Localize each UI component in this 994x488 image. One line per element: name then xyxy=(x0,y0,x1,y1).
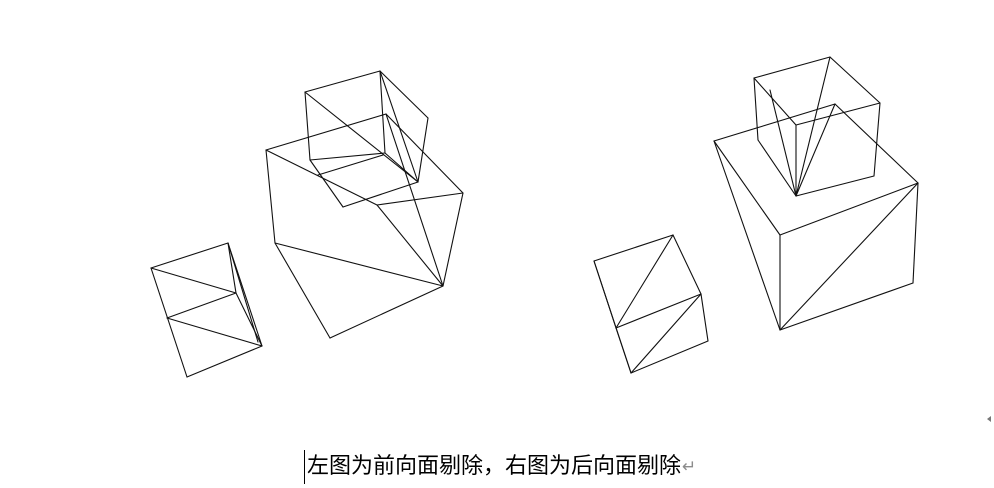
front-face-culling-edge xyxy=(265,149,378,206)
front-face-culling-edge xyxy=(166,317,263,347)
front-face-culling-edge xyxy=(379,70,386,154)
front-face-culling-edge xyxy=(376,192,464,206)
back-face-culling-edge xyxy=(779,282,914,331)
back-face-culling-figure xyxy=(593,56,919,374)
back-face-culling-edge xyxy=(713,140,781,331)
caption-paragraph[interactable]: 左图为前向面剔除，右图为后向面剔除 ↵ xyxy=(304,449,696,485)
front-face-culling-edge xyxy=(186,345,263,378)
back-face-culling-edge xyxy=(615,293,702,329)
front-face-culling-edge xyxy=(309,152,386,161)
back-face-culling-edge xyxy=(769,89,797,197)
back-face-culling-edge xyxy=(912,182,919,284)
front-face-culling-edge xyxy=(309,159,344,208)
back-face-culling-edge xyxy=(713,140,781,236)
front-face-culling-edge xyxy=(265,149,276,244)
back-face-culling-edge xyxy=(795,102,881,126)
front-face-culling-edge xyxy=(442,192,464,287)
front-face-culling-edge xyxy=(274,242,444,287)
front-face-culling-edge xyxy=(304,70,381,93)
front-face-culling-edge xyxy=(417,117,429,183)
back-face-culling-edge xyxy=(873,102,881,177)
front-face-culling-figure xyxy=(150,70,464,378)
front-face-culling-edge xyxy=(379,70,429,119)
front-face-culling-edge xyxy=(166,292,237,319)
scroll-left-arrow-icon[interactable] xyxy=(987,416,991,422)
text-cursor xyxy=(304,450,305,484)
back-face-culling-edge xyxy=(615,327,632,374)
back-face-culling-edge xyxy=(753,56,831,79)
back-face-culling-edge xyxy=(630,293,702,374)
front-face-culling-edge xyxy=(227,242,259,343)
back-face-culling-edge xyxy=(615,234,674,329)
back-face-culling-edge xyxy=(753,77,797,126)
front-face-culling-edge xyxy=(385,113,464,194)
paragraph-mark-icon: ↵ xyxy=(682,457,697,477)
back-face-culling-edge xyxy=(593,260,617,329)
front-face-culling-edge xyxy=(304,91,419,183)
figure-caption[interactable]: 左图为前向面剔除，右图为后向面剔除 xyxy=(307,454,682,479)
front-face-culling-edge xyxy=(150,242,229,269)
front-face-culling-edge xyxy=(265,113,387,151)
back-face-culling-edge xyxy=(700,293,709,342)
front-face-culling-edge xyxy=(317,154,384,176)
back-face-culling-edge xyxy=(795,56,831,197)
front-face-culling-edge xyxy=(376,204,444,287)
front-face-culling-edge xyxy=(379,70,419,183)
front-face-culling-edge xyxy=(150,267,188,378)
back-face-culling-edge xyxy=(829,56,881,104)
back-face-culling-edge xyxy=(779,182,919,331)
back-face-culling-edge xyxy=(713,103,836,142)
back-face-culling-edge xyxy=(779,182,919,236)
front-face-culling-edge xyxy=(150,267,237,294)
front-face-culling-edge xyxy=(329,285,444,339)
back-face-culling-edge xyxy=(630,340,709,374)
back-face-culling-edge xyxy=(795,175,875,197)
back-face-culling-edge xyxy=(757,139,797,197)
back-face-culling-edge xyxy=(753,77,759,141)
front-face-culling-edge xyxy=(304,91,311,161)
front-face-culling-edge xyxy=(227,242,237,294)
back-face-culling-edge xyxy=(593,234,674,262)
front-face-culling-edge xyxy=(274,242,331,339)
back-face-culling-edge xyxy=(834,103,919,184)
back-face-culling-edge xyxy=(795,103,836,197)
front-face-culling-edge xyxy=(342,181,419,208)
culling-comparison-figure xyxy=(150,56,919,378)
front-face-culling-edge xyxy=(235,292,263,347)
back-face-culling-edge xyxy=(672,234,702,295)
